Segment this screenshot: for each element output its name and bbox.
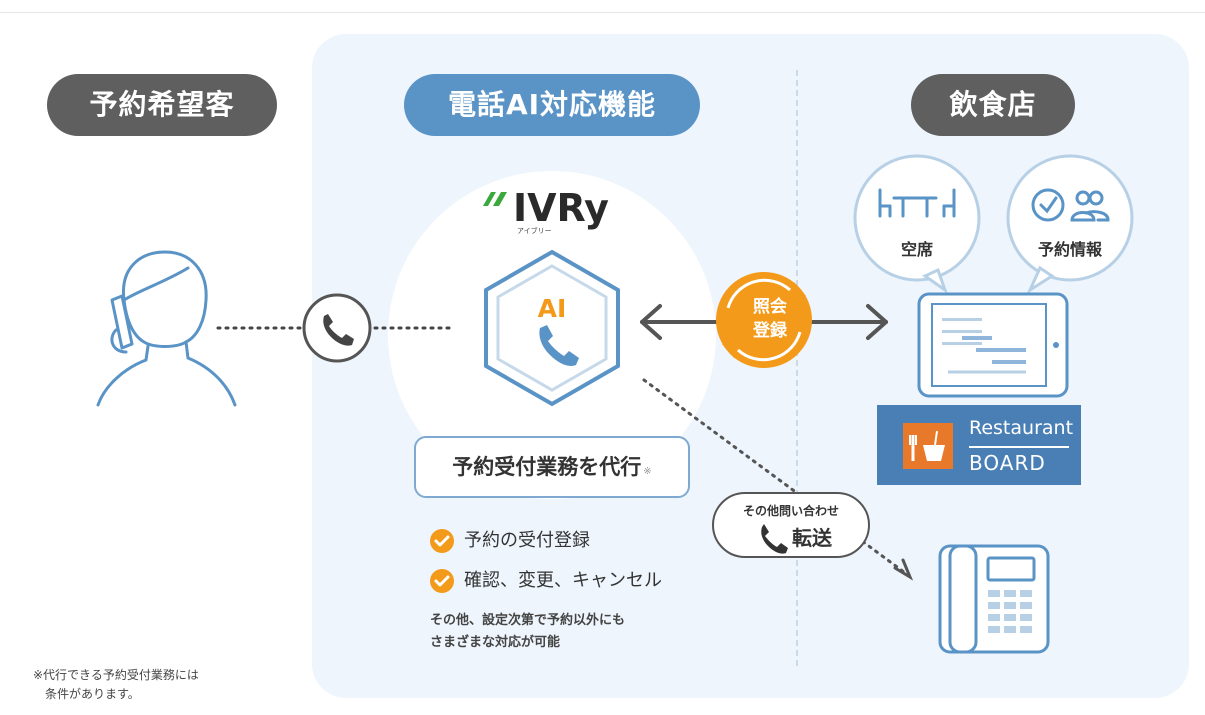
other-line-1: その他、設定次第で予約以外にも <box>430 613 626 628</box>
seats-table-icon <box>878 188 956 218</box>
sync-label-line2: 登録 <box>753 321 787 341</box>
transfer-arrow-head <box>893 558 914 581</box>
clock-people-icon <box>1031 188 1110 222</box>
seats-label: 空席 <box>900 240 933 259</box>
service-note-mark: ※ <box>643 466 652 477</box>
transfer-phone-icon <box>761 524 788 554</box>
transfer-badge: その他問い合わせ 転送 <box>712 492 870 558</box>
check-icon <box>430 569 454 593</box>
ivry-logo: IVRy アイブリー <box>483 186 623 236</box>
transfer-big-label: 転送 <box>792 526 832 550</box>
restaurant-board-mark-icon <box>903 423 953 469</box>
check-label: 予約の受付登録 <box>464 530 590 551</box>
office-phone-icon <box>938 544 1050 654</box>
footnote: ※代行できる予約受付業務には 条件があります。 <box>33 666 199 704</box>
customer-on-phone-icon <box>96 250 237 407</box>
service-title-box: 予約受付業務を代行※ <box>414 436 690 498</box>
sync-refresh-icon <box>716 272 812 368</box>
restaurant-board-line2: BOARD <box>969 451 1046 475</box>
other-capabilities-text: その他、設定次第で予約以外にも さまざまな対応が可能 <box>430 610 625 654</box>
sync-label-line1: 照会 <box>753 297 787 317</box>
check-icon <box>430 529 454 553</box>
phone-call-icon <box>302 293 372 363</box>
keypad <box>988 590 1032 633</box>
seats-bubble <box>853 154 981 294</box>
restaurant-header: 飲食店 <box>911 74 1075 136</box>
restaurant-board-rule <box>969 446 1069 448</box>
ai-feature-header: 電話AI対応機能 <box>404 74 700 136</box>
service-title: 予約受付業務を代行 <box>452 455 642 479</box>
other-line-2: さまざまな対応が可能 <box>430 635 561 650</box>
reservation-info-bubble <box>1006 154 1134 294</box>
logo-name: IVRy <box>513 186 609 230</box>
ai-badge-label: AI <box>537 294 567 323</box>
tablet-icon <box>917 292 1069 398</box>
section-divider <box>796 70 798 666</box>
reservation-info-label: 予約情報 <box>1037 240 1102 259</box>
logo-kana: アイブリー <box>517 227 552 235</box>
customer-header: 予約希望客 <box>47 74 277 136</box>
sync-double-arrow <box>640 304 888 340</box>
top-border <box>0 12 1205 13</box>
logo-mark-icon <box>483 192 507 206</box>
footnote-line-2: 条件があります。 <box>45 687 140 701</box>
restaurant-board-logo: Restaurant BOARD <box>877 405 1081 485</box>
restaurant-board-line1: Restaurant <box>969 417 1074 439</box>
transfer-small-label: その他問い合わせ <box>742 504 839 518</box>
check-label: 確認、変更、キャンセル <box>464 570 662 591</box>
footnote-line-1: ※代行できる予約受付業務には <box>33 668 199 682</box>
ai-hexagon-icon <box>484 249 620 407</box>
sync-label: 照会 登録 <box>735 295 805 343</box>
